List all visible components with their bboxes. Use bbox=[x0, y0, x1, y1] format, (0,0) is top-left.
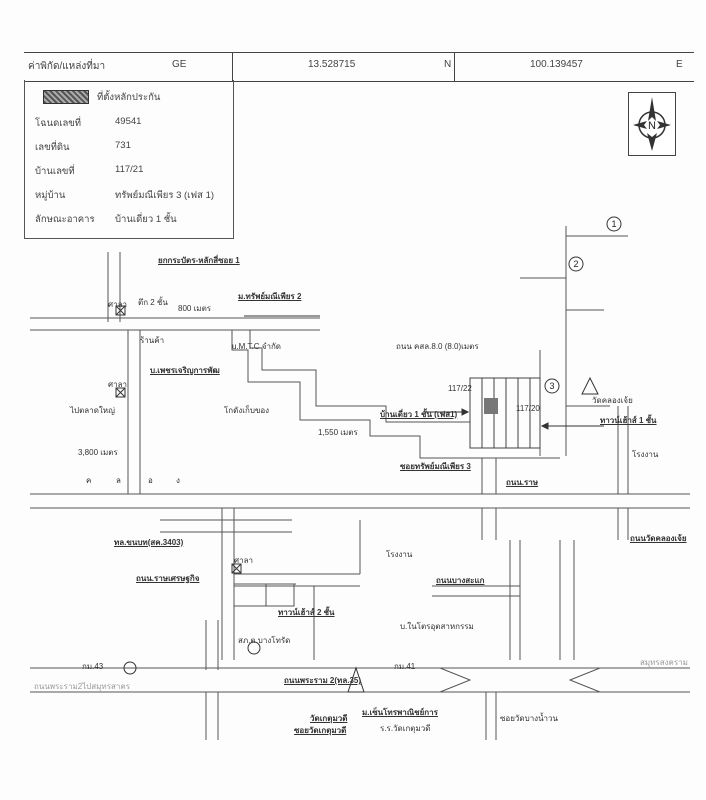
road-label: ถนนวัดคลองเจ้ย bbox=[630, 534, 687, 543]
collateral-location-marker bbox=[484, 398, 498, 414]
info-label: เลขที่ดิน bbox=[35, 142, 70, 153]
road-letter: ง bbox=[176, 476, 180, 485]
place-label: ม.ทรัพย์มณีเพียร 2 bbox=[238, 292, 302, 301]
place-label: ร้านค้า bbox=[140, 336, 165, 345]
place-label: ทาวน์เฮ้าส์ 1 ชั้น bbox=[600, 416, 657, 425]
road-label: ซอยวัดบางน้ำวน bbox=[500, 714, 559, 723]
place-label: โรงงาน bbox=[632, 450, 659, 459]
coord-source-label: ค่าพิกัด/แหล่งที่มา bbox=[28, 61, 106, 72]
km-marker: กม.41 bbox=[394, 662, 416, 671]
place-label: โรงงาน bbox=[386, 550, 413, 559]
latitude: 13.528715 bbox=[308, 59, 356, 70]
road-letter: ค bbox=[86, 476, 92, 485]
place-label: ซอยทรัพย์มณีเพียร 3 bbox=[400, 462, 471, 471]
place-label: สภ.ต.บางโทรัด bbox=[238, 636, 291, 645]
property-info-box: ที่ตั้งหลักประกัน โฉนดเลขที่ 49541 เลขที… bbox=[24, 80, 234, 239]
marker-3: 3 bbox=[549, 381, 554, 391]
place-label: บ.ในโตรอุตสาหกรรม bbox=[400, 622, 474, 631]
road-label: ซอยวัดเกตุมวดี bbox=[294, 726, 347, 735]
info-label: ลักษณะอาคาร bbox=[35, 214, 95, 225]
distance-label: 3,800 เมตร bbox=[78, 448, 118, 457]
temple-icon bbox=[581, 376, 599, 395]
marker-2: 2 bbox=[573, 259, 578, 269]
house-number: 117/20 bbox=[516, 404, 540, 413]
road-sign: ยกกระบัตร-หลักสี่ซอย 1 bbox=[158, 256, 240, 265]
temple-icon bbox=[347, 666, 365, 693]
coord-source: GE bbox=[172, 59, 187, 70]
place-label: ร.ร.วัดเกตุมวดี bbox=[380, 724, 431, 733]
house-number: 117/22 bbox=[448, 384, 472, 393]
latitude-dir: N bbox=[444, 59, 452, 70]
road-label: ทล.ขนบท(สค.3403) bbox=[114, 538, 184, 547]
distance-label: 1,550 เมตร bbox=[318, 428, 358, 437]
info-value: บ้านเดี่ยว 1 ชั้น bbox=[115, 214, 177, 225]
road-direction-right: สมุทรสงคราม bbox=[640, 658, 688, 667]
house-label: บ้านเดี่ยว 1 ชั้น (เฟส1) bbox=[380, 410, 458, 419]
legend-label: ที่ตั้งหลักประกัน bbox=[97, 92, 161, 103]
road-direction-left: ถนนพระราม2ไปสมุทรสาคร bbox=[34, 682, 131, 691]
road-label: ถนน.ราษ bbox=[506, 478, 539, 487]
coordinate-header: ค่าพิกัด/แหล่งที่มา GE 13.528715 N 100.1… bbox=[24, 52, 694, 82]
north-arrow-icon: N bbox=[628, 92, 676, 156]
place-label: ม.เซ็นโทรพาณิชย์การ bbox=[362, 708, 438, 717]
info-label: โฉนดเลขที่ bbox=[35, 118, 82, 129]
place-label: ตึก 2 ชั้น bbox=[138, 298, 168, 307]
longitude: 100.139457 bbox=[530, 59, 583, 70]
marker-1: 1 bbox=[611, 219, 616, 229]
km-marker: กม.43 bbox=[82, 662, 104, 671]
collateral-legend-swatch bbox=[43, 90, 89, 104]
compass-letter: N bbox=[648, 120, 656, 132]
road-letter: อ bbox=[148, 476, 153, 485]
place-label: ศาลา bbox=[108, 380, 127, 389]
main-road-label: ถนนพระราม 2(ทล.35) bbox=[284, 676, 362, 685]
road-letter: ล bbox=[116, 476, 121, 485]
place-label: โกดังเก็บของ bbox=[224, 406, 270, 415]
info-value: 731 bbox=[115, 140, 131, 151]
place-label: บ.เพชรเจริญการพัฒ bbox=[150, 366, 220, 375]
longitude-dir: E bbox=[676, 59, 683, 70]
place-label: u.M.T.C จำกัด bbox=[232, 342, 281, 351]
place-label: ศาลา bbox=[108, 300, 127, 309]
place-label: ทาวน์เฮ้าส์ 2 ชั้น bbox=[278, 608, 335, 617]
place-label: ศาลา bbox=[234, 556, 253, 565]
info-value: 49541 bbox=[115, 116, 142, 127]
place-label: วัดเกตุมวดี bbox=[310, 714, 348, 723]
road-width-label: ถนน คสล.8.0 (8.0)เมตร bbox=[396, 342, 479, 351]
info-value: 117/21 bbox=[115, 164, 144, 175]
info-label: บ้านเลขที่ bbox=[35, 166, 75, 177]
place-label: วัดคลองเจ้ย bbox=[592, 396, 633, 405]
road-label: ถนน.ราษเศรษฐกิจ bbox=[136, 574, 200, 583]
info-value: ทรัพย์มณีเพียร 3 (เฟส 1) bbox=[115, 190, 215, 201]
road-label: ถนนบางสะแก bbox=[436, 576, 485, 585]
info-label: หมู่บ้าน bbox=[35, 190, 66, 201]
place-label: ไปตลาดใหญ่ bbox=[70, 406, 115, 415]
distance-label: 800 เมตร bbox=[178, 304, 212, 313]
